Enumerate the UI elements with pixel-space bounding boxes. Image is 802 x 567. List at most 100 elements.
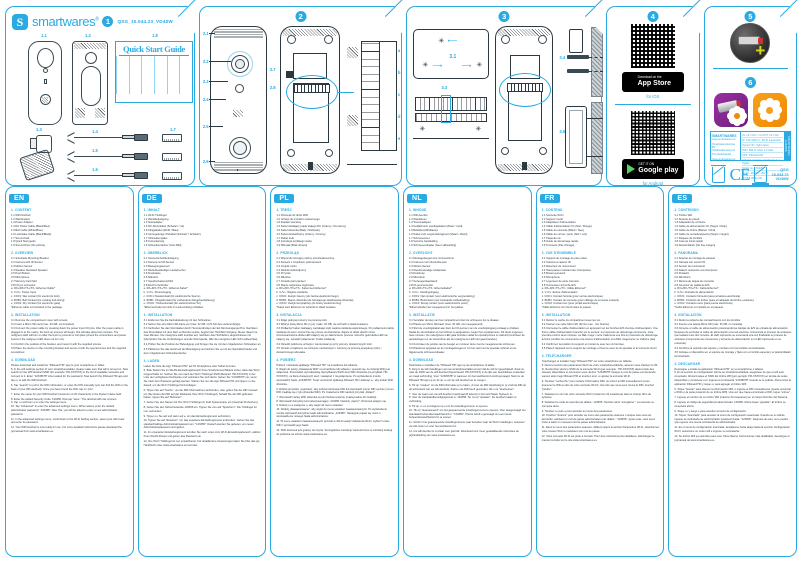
spec-brand-block: SMARTWARES www.smartwares.eu Smartwares …	[711, 132, 741, 161]
connector-zoom-callout	[499, 73, 552, 107]
section-line: 2.3 Czujnik ruchu	[276, 264, 297, 268]
camera-glyph-icon	[738, 36, 764, 45]
camera-plus-icon[interactable]: +	[730, 23, 771, 63]
section-line: 9. Tap ••• and then ≡ to enter the setti…	[11, 401, 67, 405]
section-line: 2.6 Microfoon	[409, 276, 426, 280]
section-line: 2.7 Logement de carte mémoire	[541, 279, 580, 283]
section-line: 1.6 Lock/Gate Cable (Black/Black)	[11, 232, 52, 236]
settings-app-icon[interactable]	[752, 93, 787, 127]
panel-installation: 3 ✳ ⟵ 3.1 ✳ ⟶ ⟶ ✳ 3.3 ✳	[406, 6, 604, 186]
section-line: *Kabel sieci Ethernet nie wchodzi w skła…	[276, 306, 337, 310]
section-line: 7. Enter the name for your Wifi Doorbell…	[11, 392, 122, 396]
spec-addr-3: The Netherlands	[712, 152, 732, 156]
section-title: 1. INHOUD	[409, 208, 427, 212]
section-line: 1.8 Verkorte handleiding	[409, 240, 438, 244]
section-title: 2. PANORAMA	[674, 251, 699, 256]
section-line: 1.7 Schraubenpaket	[143, 236, 168, 240]
section-line: 1.9 Schraubendreher (Kein Bild)	[143, 244, 182, 248]
section-line: 3.2 Inserte una tarjeta Micro SD (máx. 3…	[674, 323, 743, 327]
label-2-2: 2.2	[202, 59, 209, 64]
contents-illustration: 1.1 1.2 1.8	[10, 31, 193, 187]
qr-code-android[interactable]	[629, 110, 676, 156]
section-line: 2.3 Bewegungssensor	[143, 264, 170, 268]
section-line: 5. Bitte Stellen Sie im WLAN-Einstellung…	[143, 368, 260, 387]
weee-bin-icon-2	[752, 165, 770, 185]
certification-row: CE QSG 10.044.23 VD40W	[710, 164, 791, 186]
section-line: 12. Uw wifi deurbel is nu klaar voor geb…	[409, 430, 519, 437]
plus-glyph-icon: +	[755, 41, 766, 60]
section-line: 1.1 Wi-Fi-Türklingel	[143, 213, 167, 217]
section-line: 9. Tippen ••• Sie auf und dann auf ≡, um…	[143, 415, 232, 419]
spec-addr-1: Smartwares Europe BV	[712, 142, 735, 150]
section-line: c. COC1: Nat contact (voor elektronische…	[409, 294, 475, 298]
section-line: 3.2 Włożyć kartę Micro SD (o poj. maks. …	[276, 323, 369, 327]
brand-header: S smartwares® 1 QSG_10.044.23_VD40W	[6, 7, 194, 31]
section-title: 4. DESCARGAR	[674, 361, 701, 366]
section-line: 2.8 EA-Pin-Verbinder	[143, 283, 169, 287]
section-line: Descargue e instale la aplicación "DIGua…	[674, 367, 764, 371]
section-line: 2.1 Wspornik mocujący osłony przeciwsłon…	[276, 257, 335, 261]
label-3-1: 3.1	[449, 54, 457, 60]
qr-code-ios[interactable]	[629, 23, 676, 69]
section-line: 2.2 Camera with IR Sensor	[11, 261, 43, 265]
section-line: c. COC1: Contact humide (pour verrou éle…	[541, 294, 603, 298]
section-line: b. V-/V+: Entrée d'alimentation	[541, 291, 578, 295]
section-title: 2. VUE D'ENSEMBLE	[541, 251, 576, 256]
label-2-5: 2.5	[202, 124, 209, 129]
label-1-8: 1.8	[152, 33, 158, 38]
language-code-pl: PL	[274, 194, 294, 203]
section-line: Laden Sie bitte die App "DIGuard HD" auf…	[143, 365, 237, 369]
section-line: 3.4 Confirmez la position du support et …	[541, 343, 625, 347]
bracket-side-drawing	[557, 102, 604, 174]
section-line: 1.2 Wall bracket	[11, 217, 30, 221]
connector-detail	[507, 83, 544, 92]
spec-row: IP: 192.168.0.1 / Wi-Fi supported	[742, 139, 783, 144]
section-line: 12. Ihre Wi-Fi Türklingel ist nun einsat…	[143, 440, 261, 447]
section-line: 1.9 Schroevendraaier (Geen afbeelding)	[409, 244, 457, 248]
section-line: 2.3 Motion Sensor	[409, 264, 431, 268]
section-line: 1.6 Cable de cerradura/puerta (Negro / N…	[674, 232, 729, 236]
section-title: 3. INSTALACJA	[276, 313, 302, 318]
panel-badge-1: 1	[102, 16, 114, 27]
section-line: 9. Toque ••• y luego ≡ para acceder al m…	[674, 410, 747, 414]
panel-contents: S smartwares® 1 QSG_10.044.23_VD40W 1.1 …	[5, 6, 195, 186]
section-line: 1.7 Schroevenset	[409, 236, 430, 240]
label-sku-line-1: QSG	[780, 167, 789, 172]
section-line: 2.1 Sonnenschutzbefestigung	[143, 257, 179, 261]
section-line: 2.3 Motion Sensor	[11, 264, 33, 268]
section-line: 3.3 Verbinden Sie das Stromkabel durch H…	[143, 326, 259, 342]
spec-row: Model no.: VD40W	[742, 167, 783, 172]
screw-mark-2: ✳	[475, 126, 482, 133]
app-store-badge[interactable]: Download on the App Store	[621, 72, 684, 92]
section-line: 10. Tap "Advanced" to enter the advanced…	[11, 405, 118, 416]
section-title: 3. INSTALLATION	[11, 313, 40, 318]
section-line: d. BOB1: Contact de sonnette (pour câbla…	[541, 298, 619, 302]
section-line: 9. Touchez ••• puis ≡ pour accéder au me…	[541, 410, 613, 414]
section-title: 2. ÜBERBLICK	[143, 251, 168, 256]
terminal-letter-b: b	[397, 70, 401, 75]
doorbell-front-drawing	[28, 41, 62, 125]
section-line: 2.7 Gniazdo kart pamięci	[276, 279, 306, 283]
section-line: 1.2 Wandsteun	[409, 217, 427, 221]
smartwares-cam-app-icon[interactable]	[713, 93, 748, 127]
section-line: 2.4 Wetterbeständiger Lautsprecher	[143, 268, 186, 272]
section-line: 2.2 Camera met infraroodsensor	[409, 261, 448, 265]
label-3-5: 3.5	[559, 129, 566, 134]
label-1-7: 1.7	[170, 127, 176, 132]
google-play-badge[interactable]: GET IT ON Google play	[621, 159, 684, 179]
section-line: e. COC2: Droog contact (voor elektronisc…	[409, 302, 468, 306]
section-line: 1.1 Wifi deurbel	[409, 213, 428, 217]
terminal-block-detail	[293, 84, 330, 93]
terminal-letter-a: a	[397, 48, 401, 53]
label-2-1: 2.1	[202, 31, 209, 36]
section-line: 1.3 Adaptador de corriente	[674, 221, 706, 225]
section-line: 1.4 Cable de alimentación CC (Negro / Ro…	[674, 225, 727, 229]
arrow-top: ⟵	[447, 38, 458, 45]
section-line: 2.1 Sunshade Mounting Bracket	[11, 257, 49, 261]
section-line: 3.1 Entfernen Sie die Fachabdeckung mit …	[143, 319, 212, 323]
ios-caption: for iOS	[646, 94, 660, 99]
section-line: d. BOB1: Klingelkontakt (für vorhandene …	[143, 298, 215, 302]
section-line: 2.4 Weather Resistant Speaker	[11, 268, 48, 272]
